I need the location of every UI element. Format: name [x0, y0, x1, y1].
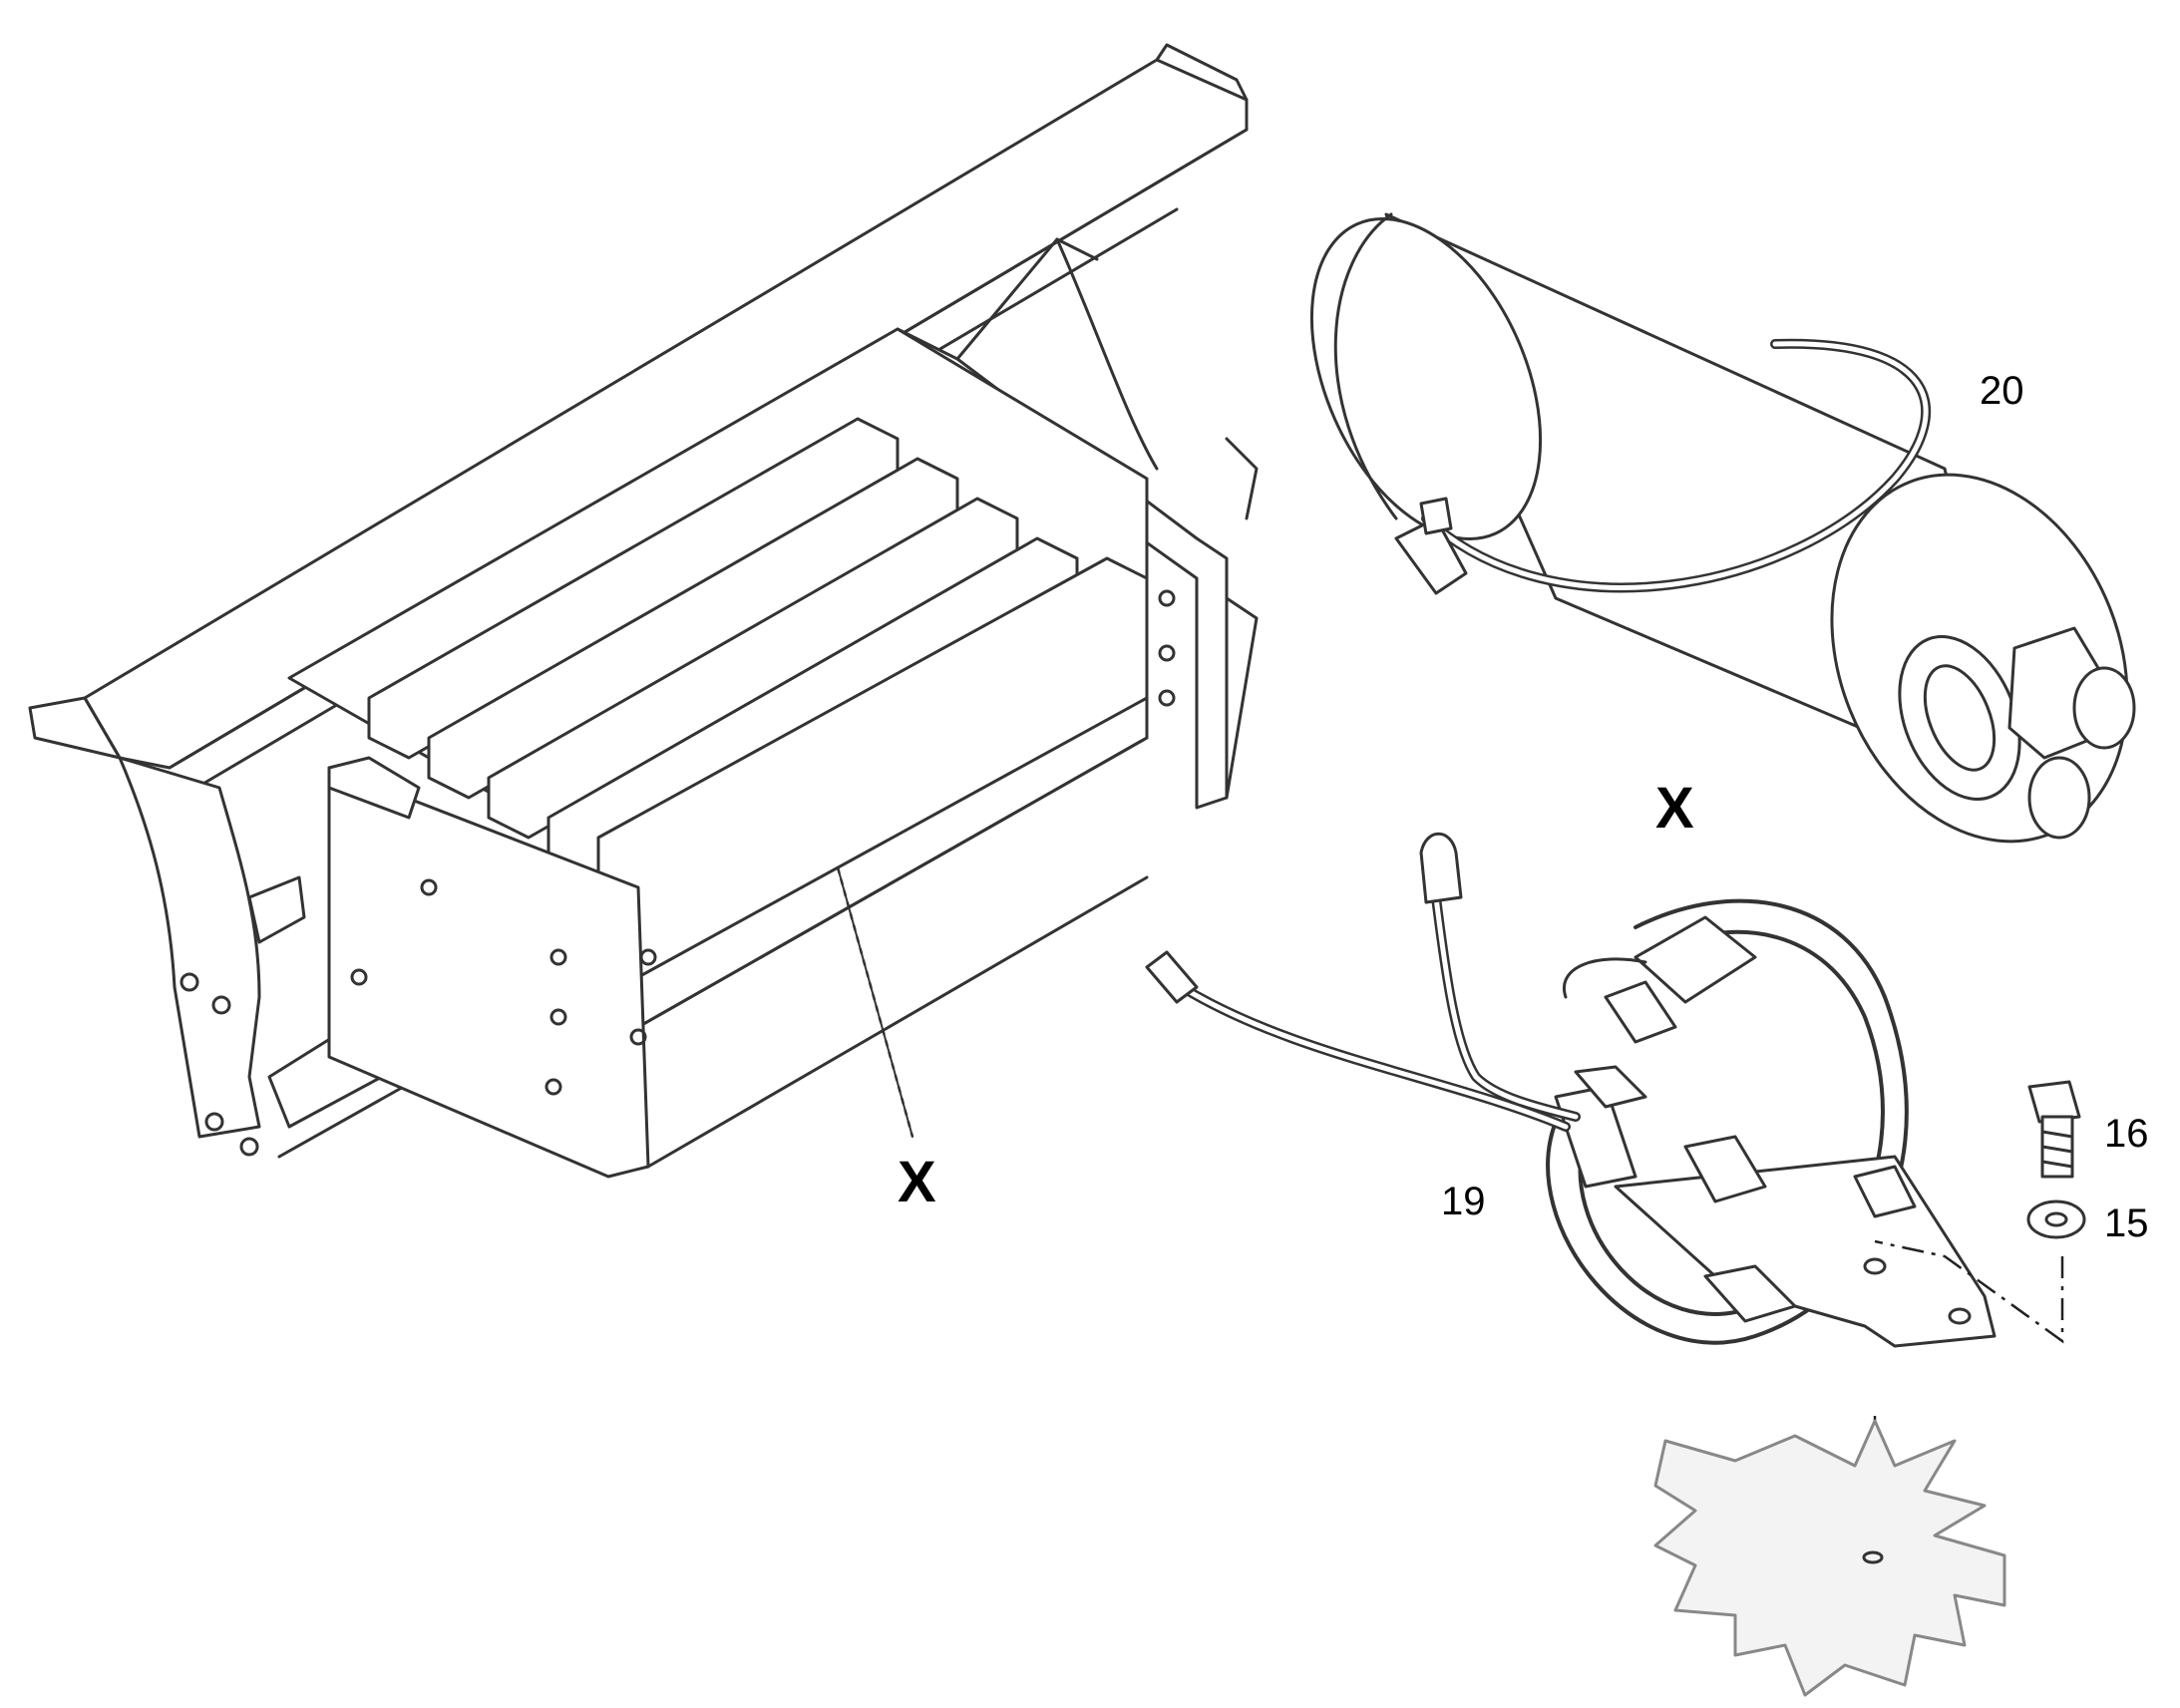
part-number-19: 19: [1441, 1180, 1486, 1223]
left-hanger-bracket: [118, 756, 261, 1139]
battery-cells: [367, 417, 1149, 979]
middle-step-tread: [247, 875, 306, 944]
receiver-tank: [1309, 212, 2136, 844]
battery-box-assembly: [28, 43, 1259, 1179]
bolt-center-line: [1874, 1239, 2064, 1344]
part-number-15: 15: [2104, 1201, 2149, 1245]
front-end-plate: [327, 766, 650, 1179]
bolt-icon: [2027, 1080, 2081, 1179]
chassis-member: [1653, 1419, 2006, 1697]
part-number-20: 20: [1980, 369, 2024, 413]
sensor-cable: [1145, 832, 1581, 1132]
frame-view-label: X: [898, 1150, 936, 1214]
mounting-clamp: [1546, 898, 1997, 1348]
tank-view-label: X: [1655, 776, 1694, 841]
washer-icon: [2026, 1199, 2086, 1239]
part-number-16: 16: [2104, 1112, 2149, 1156]
